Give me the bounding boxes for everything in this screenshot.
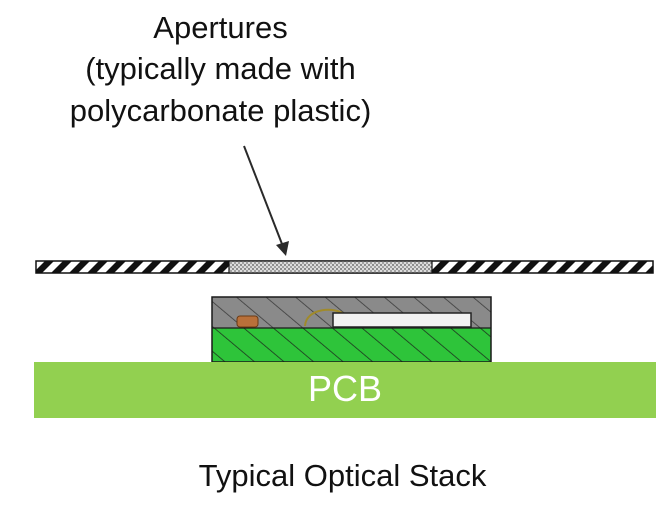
sensor-package [211, 296, 492, 363]
diagram-caption: Typical Optical Stack [198, 458, 487, 493]
led-component [236, 315, 259, 328]
callout-line-1: Apertures [153, 10, 288, 45]
pcb-label: PCB [307, 368, 383, 409]
aperture-layer [35, 260, 654, 274]
callout-arrow [243, 145, 289, 256]
callout-line-3: polycarbonate plastic) [69, 93, 372, 128]
pcb-board [34, 362, 656, 418]
sensor-die [332, 312, 472, 328]
aperture-window [228, 260, 433, 274]
callout-line-2: (typically made with [85, 51, 356, 86]
